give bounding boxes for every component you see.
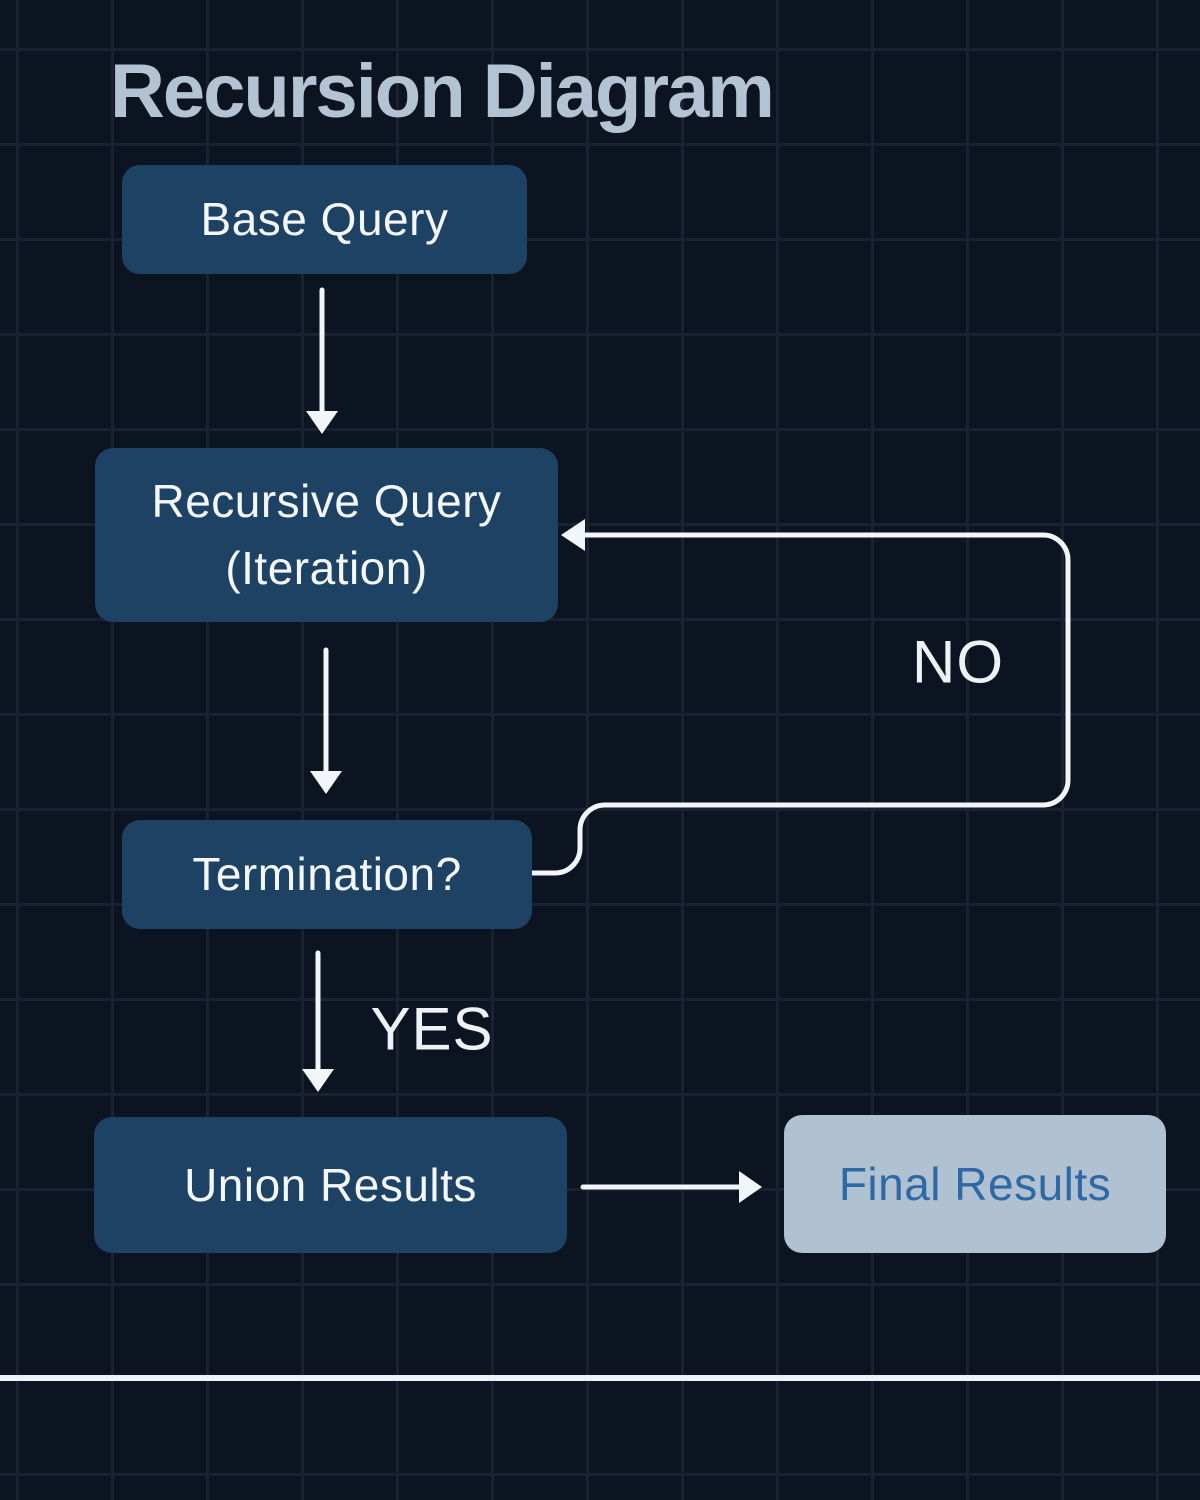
arrowhead-termination-to-union [302,1069,334,1092]
node-base-query: Base Query [122,165,527,274]
edge-label-no: NO [912,628,1004,696]
node-union-results-label: Union Results [184,1158,477,1211]
arrowhead-no-loop [561,519,585,551]
node-base-query-label: Base Query [200,193,449,246]
page-title: Recursion Diagram [110,49,775,134]
bottom-separator-line [0,1375,1200,1381]
node-recursive-query: Recursive Query (Iteration) [95,448,558,622]
arrowhead-union-to-final [739,1171,762,1203]
arrowhead-base-to-recursive [306,411,338,434]
arrowhead-recursive-to-termination [310,771,342,794]
node-recursive-query-label-line1: Recursive Query [151,475,502,528]
arrow-no-loop [529,532,1071,876]
node-recursive-query-label-line2: (Iteration) [225,542,428,594]
node-termination-label: Termination? [192,848,462,901]
node-union-results: Union Results [94,1117,567,1253]
node-final-results-label: Final Results [838,1157,1112,1210]
node-termination: Termination? [122,820,532,929]
node-final-results: Final Results [784,1115,1166,1253]
edge-label-yes: YES [370,995,494,1063]
